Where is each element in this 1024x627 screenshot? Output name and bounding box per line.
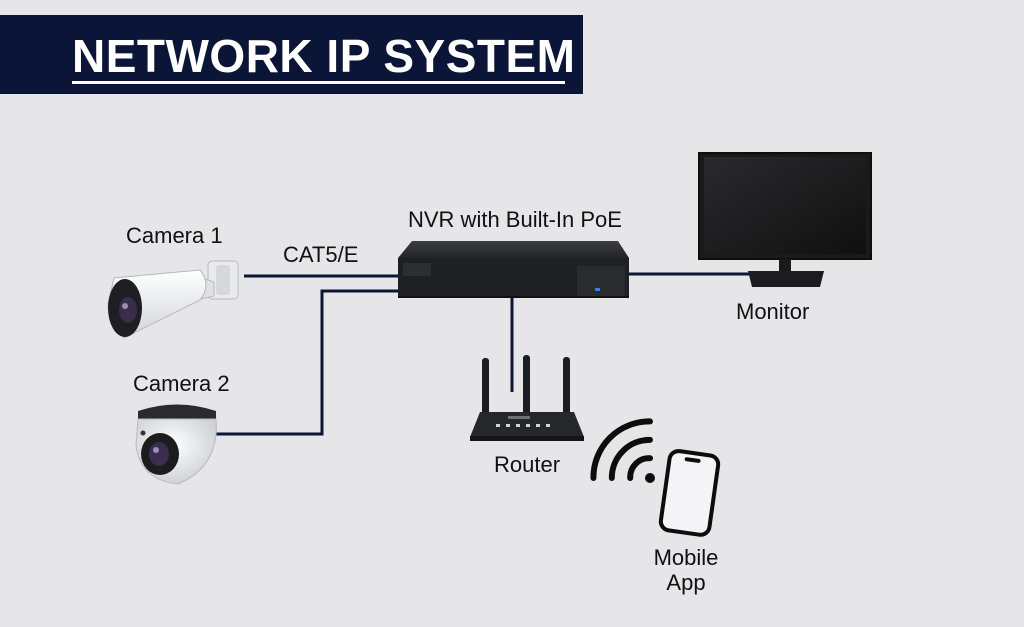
mobile-app-label-line2: App bbox=[666, 570, 706, 596]
monitor-icon bbox=[698, 152, 872, 287]
nvr-label: NVR with Built-In PoE bbox=[408, 207, 622, 232]
cable-type-label: CAT5/E bbox=[283, 242, 359, 267]
cable-lines bbox=[216, 272, 750, 436]
router-label: Router bbox=[494, 452, 561, 477]
smartphone-icon bbox=[658, 449, 721, 537]
cable-camera2-nvr bbox=[216, 289, 398, 436]
title-banner: NETWORK IP SYSTEM bbox=[0, 15, 583, 94]
bullet-camera-icon bbox=[107, 260, 239, 339]
camera2-label: Camera 2 bbox=[133, 371, 230, 396]
mobile-app-label-line1: Mobile bbox=[653, 545, 719, 570]
nvr-icon bbox=[398, 241, 629, 298]
monitor-label: Monitor bbox=[736, 299, 810, 324]
page-title: NETWORK IP SYSTEM bbox=[72, 30, 576, 82]
wifi-icon bbox=[590, 418, 655, 483]
title-underline bbox=[72, 81, 565, 84]
camera1-label: Camera 1 bbox=[126, 223, 223, 248]
dome-camera-icon bbox=[135, 404, 217, 485]
mobile-app-label: Mobile App bbox=[650, 545, 722, 596]
router-icon bbox=[470, 355, 584, 441]
